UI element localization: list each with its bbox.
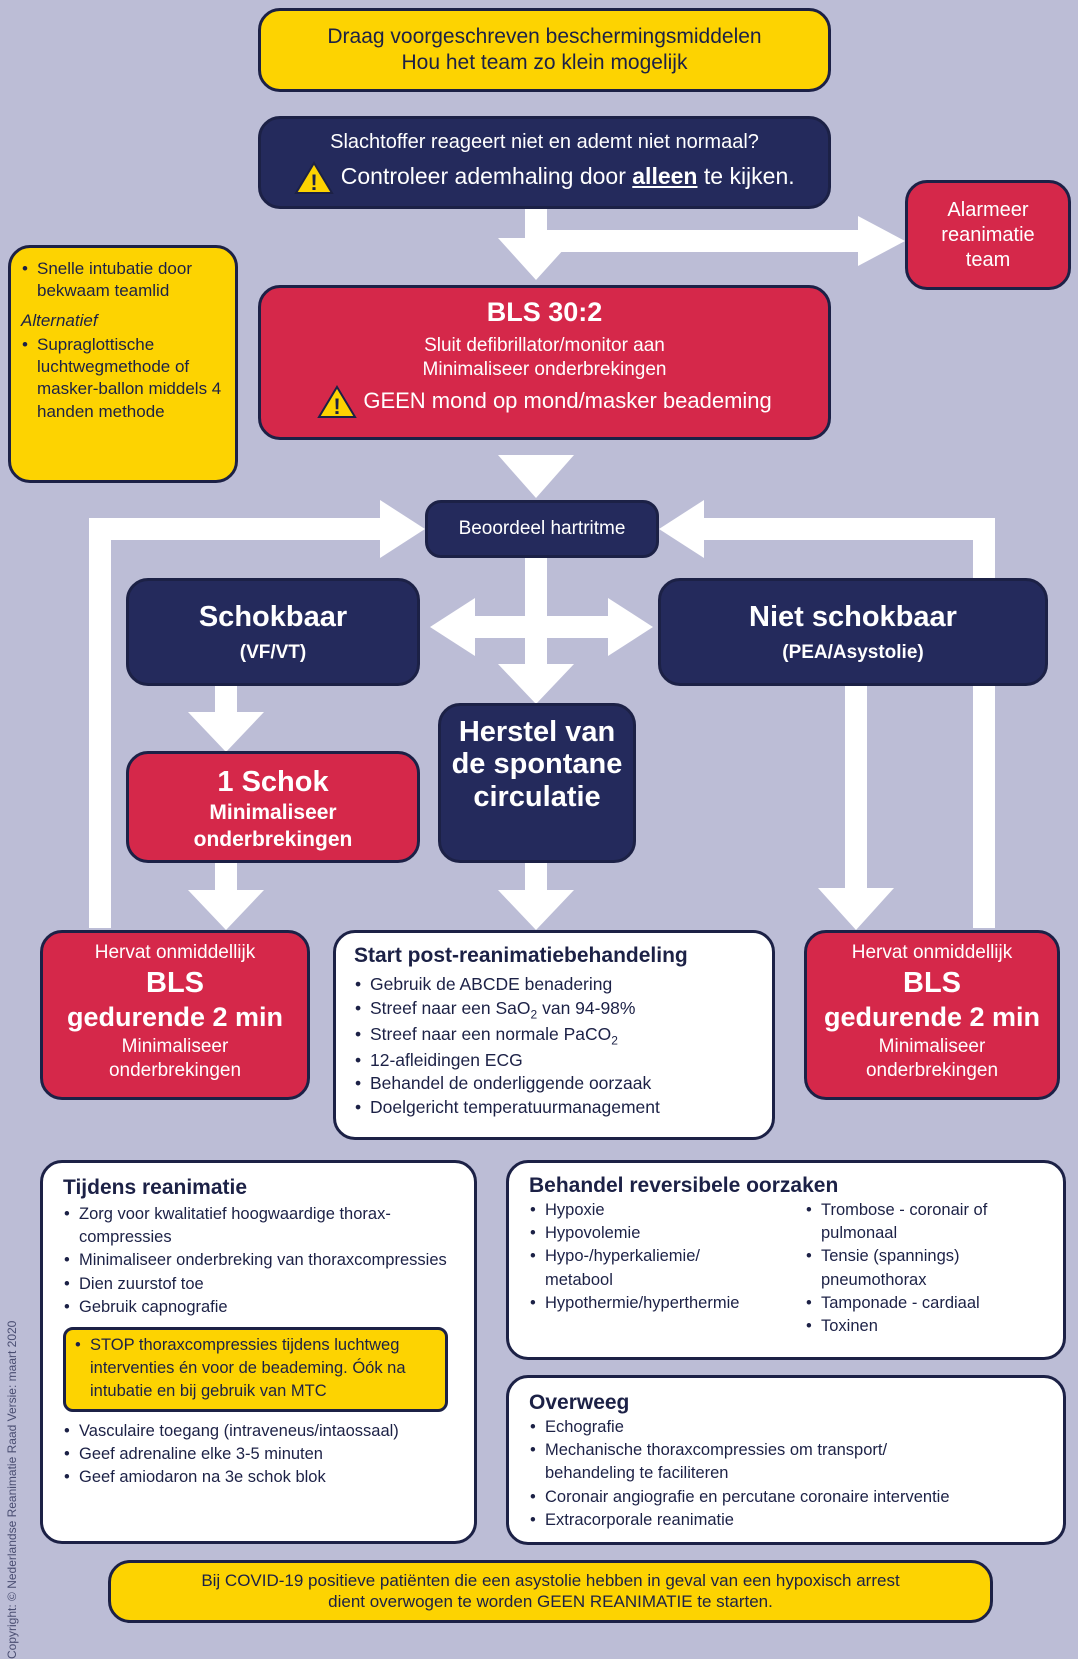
resume-right-line3: gedurende 2 min <box>823 1002 1041 1032</box>
resume-right-line2: BLS <box>903 966 961 999</box>
resume-left-line2: BLS <box>146 966 204 999</box>
resume-right-box: Hervat onmiddellijk BLS gedurende 2 min … <box>804 930 1060 1100</box>
nonshockable-sub: (PEA/Asystolie) <box>782 642 924 664</box>
shock-title: 1 Schok <box>217 766 329 798</box>
during-box: Tijdens reanimatie Zorg voor kwalitatief… <box>40 1160 477 1544</box>
rosc-text: Herstel van de spontane circulatie <box>451 716 623 813</box>
reversible-col2-2: Tensie (spannings) pneumothorax <box>805 1245 1025 1291</box>
during-title: Tijdens reanimatie <box>63 1176 248 1199</box>
bls-box: BLS 30:2 Sluit defibrillator/monitor aan… <box>258 285 831 440</box>
resume-left-box: Hervat onmiddellijk BLS gedurende 2 min … <box>40 930 310 1100</box>
bls-title: BLS 30:2 <box>486 297 603 327</box>
reversible-col1-3: Hypo-/hyperkaliemie/ metabool <box>529 1245 745 1291</box>
consider-item-4: Extracorporale reanimatie <box>529 1509 1049 1532</box>
airway-alt: Alternatief <box>21 311 98 331</box>
rhythm-box: Beoordeel hartritme <box>425 500 659 558</box>
resume-right-line5: onderbrekingen <box>865 1059 999 1081</box>
post-item-1: Gebruik de ABCDE benadering <box>354 973 754 997</box>
reversible-col2-1: Trombose - coronair of pulmonaal <box>805 1199 1025 1245</box>
reversible-col1-1: Hypoxie <box>529 1199 805 1222</box>
check-box: Slachtoffer reageert niet en ademt niet … <box>258 116 831 209</box>
nonshockable-box: Niet schokbaar (PEA/Asystolie) <box>658 578 1048 686</box>
during-item-6: Geef adrenaline elke 3-5 minuten <box>63 1443 456 1466</box>
resume-left-line4: Minimaliseer <box>121 1035 229 1057</box>
reversible-box: Behandel reversibele oorzaken Hypoxie Hy… <box>506 1160 1066 1360</box>
post-item-3: Streef naar een normale PaCO2 <box>354 1023 754 1049</box>
airway-box: Snelle intubatie door bekwaam teamlid Al… <box>8 245 238 483</box>
during-item-7: Geef amiodaron na 3e schok blok <box>63 1466 456 1489</box>
check-line2: ! Controleer ademhaling door alleen te k… <box>261 161 828 195</box>
resume-right-line4: Minimaliseer <box>878 1035 986 1057</box>
reversible-col2-4: Toxinen <box>805 1315 1025 1338</box>
rhythm-text: Beoordeel hartritme <box>458 518 626 539</box>
svg-text:!: ! <box>311 170 318 195</box>
during-item-4: Gebruik capnografie <box>63 1296 456 1319</box>
during-item-5: Vasculaire toegang (intraveneus/intaossa… <box>63 1420 456 1443</box>
airway-item-1: Snelle intubatie door bekwaam teamlid <box>21 258 225 302</box>
bls-line1: Sluit defibrillator/monitor aan <box>424 334 665 356</box>
check-text-c: te kijken. <box>697 163 795 190</box>
nonshockable-title: Niet schokbaar <box>749 601 957 633</box>
resume-left-line5: onderbrekingen <box>108 1059 242 1081</box>
covid-box: Bij COVID-19 positieve patiënten die een… <box>108 1560 993 1623</box>
reversible-col1-4: Hypothermie/hyperthermie <box>529 1292 805 1315</box>
consider-item-2: Mechanische thoraxcompressies om transpo… <box>529 1439 965 1485</box>
reversible-col1-2: Hypovolemie <box>529 1222 805 1245</box>
resume-left-line3: gedurende 2 min <box>66 1002 284 1032</box>
shock-line2: onderbrekingen <box>193 827 353 851</box>
bls-warning: ! GEEN mond op mond/masker beademing <box>261 385 828 419</box>
ppe-box: Draag voorgeschreven beschermingsmiddele… <box>258 8 831 92</box>
post-title: Start post-reanimatiebehandeling <box>354 944 688 967</box>
shockable-title: Schokbaar <box>198 601 348 633</box>
copyright-text: Copyright: © Nederlandse Reanimatie Raad… <box>5 1320 19 1659</box>
svg-text:!: ! <box>334 394 341 419</box>
check-text-a: Controleer ademhaling door <box>340 163 633 190</box>
bls-warning-text: GEEN mond op mond/masker beademing <box>363 388 772 414</box>
ppe-line1: Draag voorgeschreven beschermingsmiddele… <box>327 25 762 48</box>
covid-line1: Bij COVID-19 positieve patiënten die een… <box>201 1571 900 1590</box>
reversible-col2-3: Tamponade - cardiaal <box>805 1292 1025 1315</box>
during-item-3: Dien zuurstof toe <box>63 1273 456 1296</box>
check-text-emph: alleen <box>632 163 698 190</box>
stop-box: STOP thoraxcompressies tijdens luchtweg … <box>63 1326 448 1412</box>
alarm-box: Alarmeer reanimatie team <box>905 180 1071 290</box>
shockable-box: Schokbaar (VF/VT) <box>126 578 420 686</box>
during-item-1: Zorg voor kwalitatief hoogwaardige thora… <box>63 1203 456 1249</box>
consider-item-1: Echografie <box>529 1416 1049 1439</box>
airway-item-2: Supraglottische luchtwegmethode of maske… <box>21 334 225 422</box>
shock-line1: Minimaliseer <box>209 801 337 825</box>
consider-title: Overweeg <box>529 1391 630 1414</box>
warning-icon: ! <box>294 161 335 195</box>
post-item-5: Behandel de onderliggende oorzaak <box>354 1072 754 1096</box>
covid-line2: dient overwogen te worden GEEN REANIMATI… <box>328 1592 773 1612</box>
reversible-title: Behandel reversibele oorzaken <box>529 1174 839 1197</box>
shockable-sub: (VF/VT) <box>239 642 307 664</box>
alarm-text: Alarmeer reanimatie team <box>941 199 1035 271</box>
warning-icon: ! <box>317 385 357 419</box>
during-item-2: Minimaliseer onderbreking van thoraxcomp… <box>63 1249 456 1272</box>
rosc-box: Herstel van de spontane circulatie <box>438 703 636 863</box>
bls-line2: Minimaliseer onderbrekingen <box>422 358 667 380</box>
resume-left-line1: Hervat onmiddellijk <box>94 942 256 963</box>
shock-box: 1 Schok Minimaliseer onderbrekingen <box>126 751 420 863</box>
consider-item-3: Coronair angiografie en percutane corona… <box>529 1486 1049 1509</box>
post-box: Start post-reanimatiebehandeling Gebruik… <box>333 930 775 1140</box>
ppe-line2: Hou het team zo klein mogelijk <box>401 51 688 75</box>
post-item-6: Doelgericht temperatuurmanagement <box>354 1096 754 1120</box>
post-item-4: 12-afleidingen ECG <box>354 1049 754 1073</box>
resume-right-line1: Hervat onmiddellijk <box>851 942 1013 963</box>
post-item-2: Streef naar een SaO2 van 94-98% <box>354 997 754 1023</box>
stop-text: STOP thoraxcompressies tijdens luchtweg … <box>74 1334 437 1403</box>
consider-box: Overweeg Echografie Mechanische thoraxco… <box>506 1375 1066 1545</box>
check-line1: Slachtoffer reageert niet en ademt niet … <box>330 131 759 153</box>
